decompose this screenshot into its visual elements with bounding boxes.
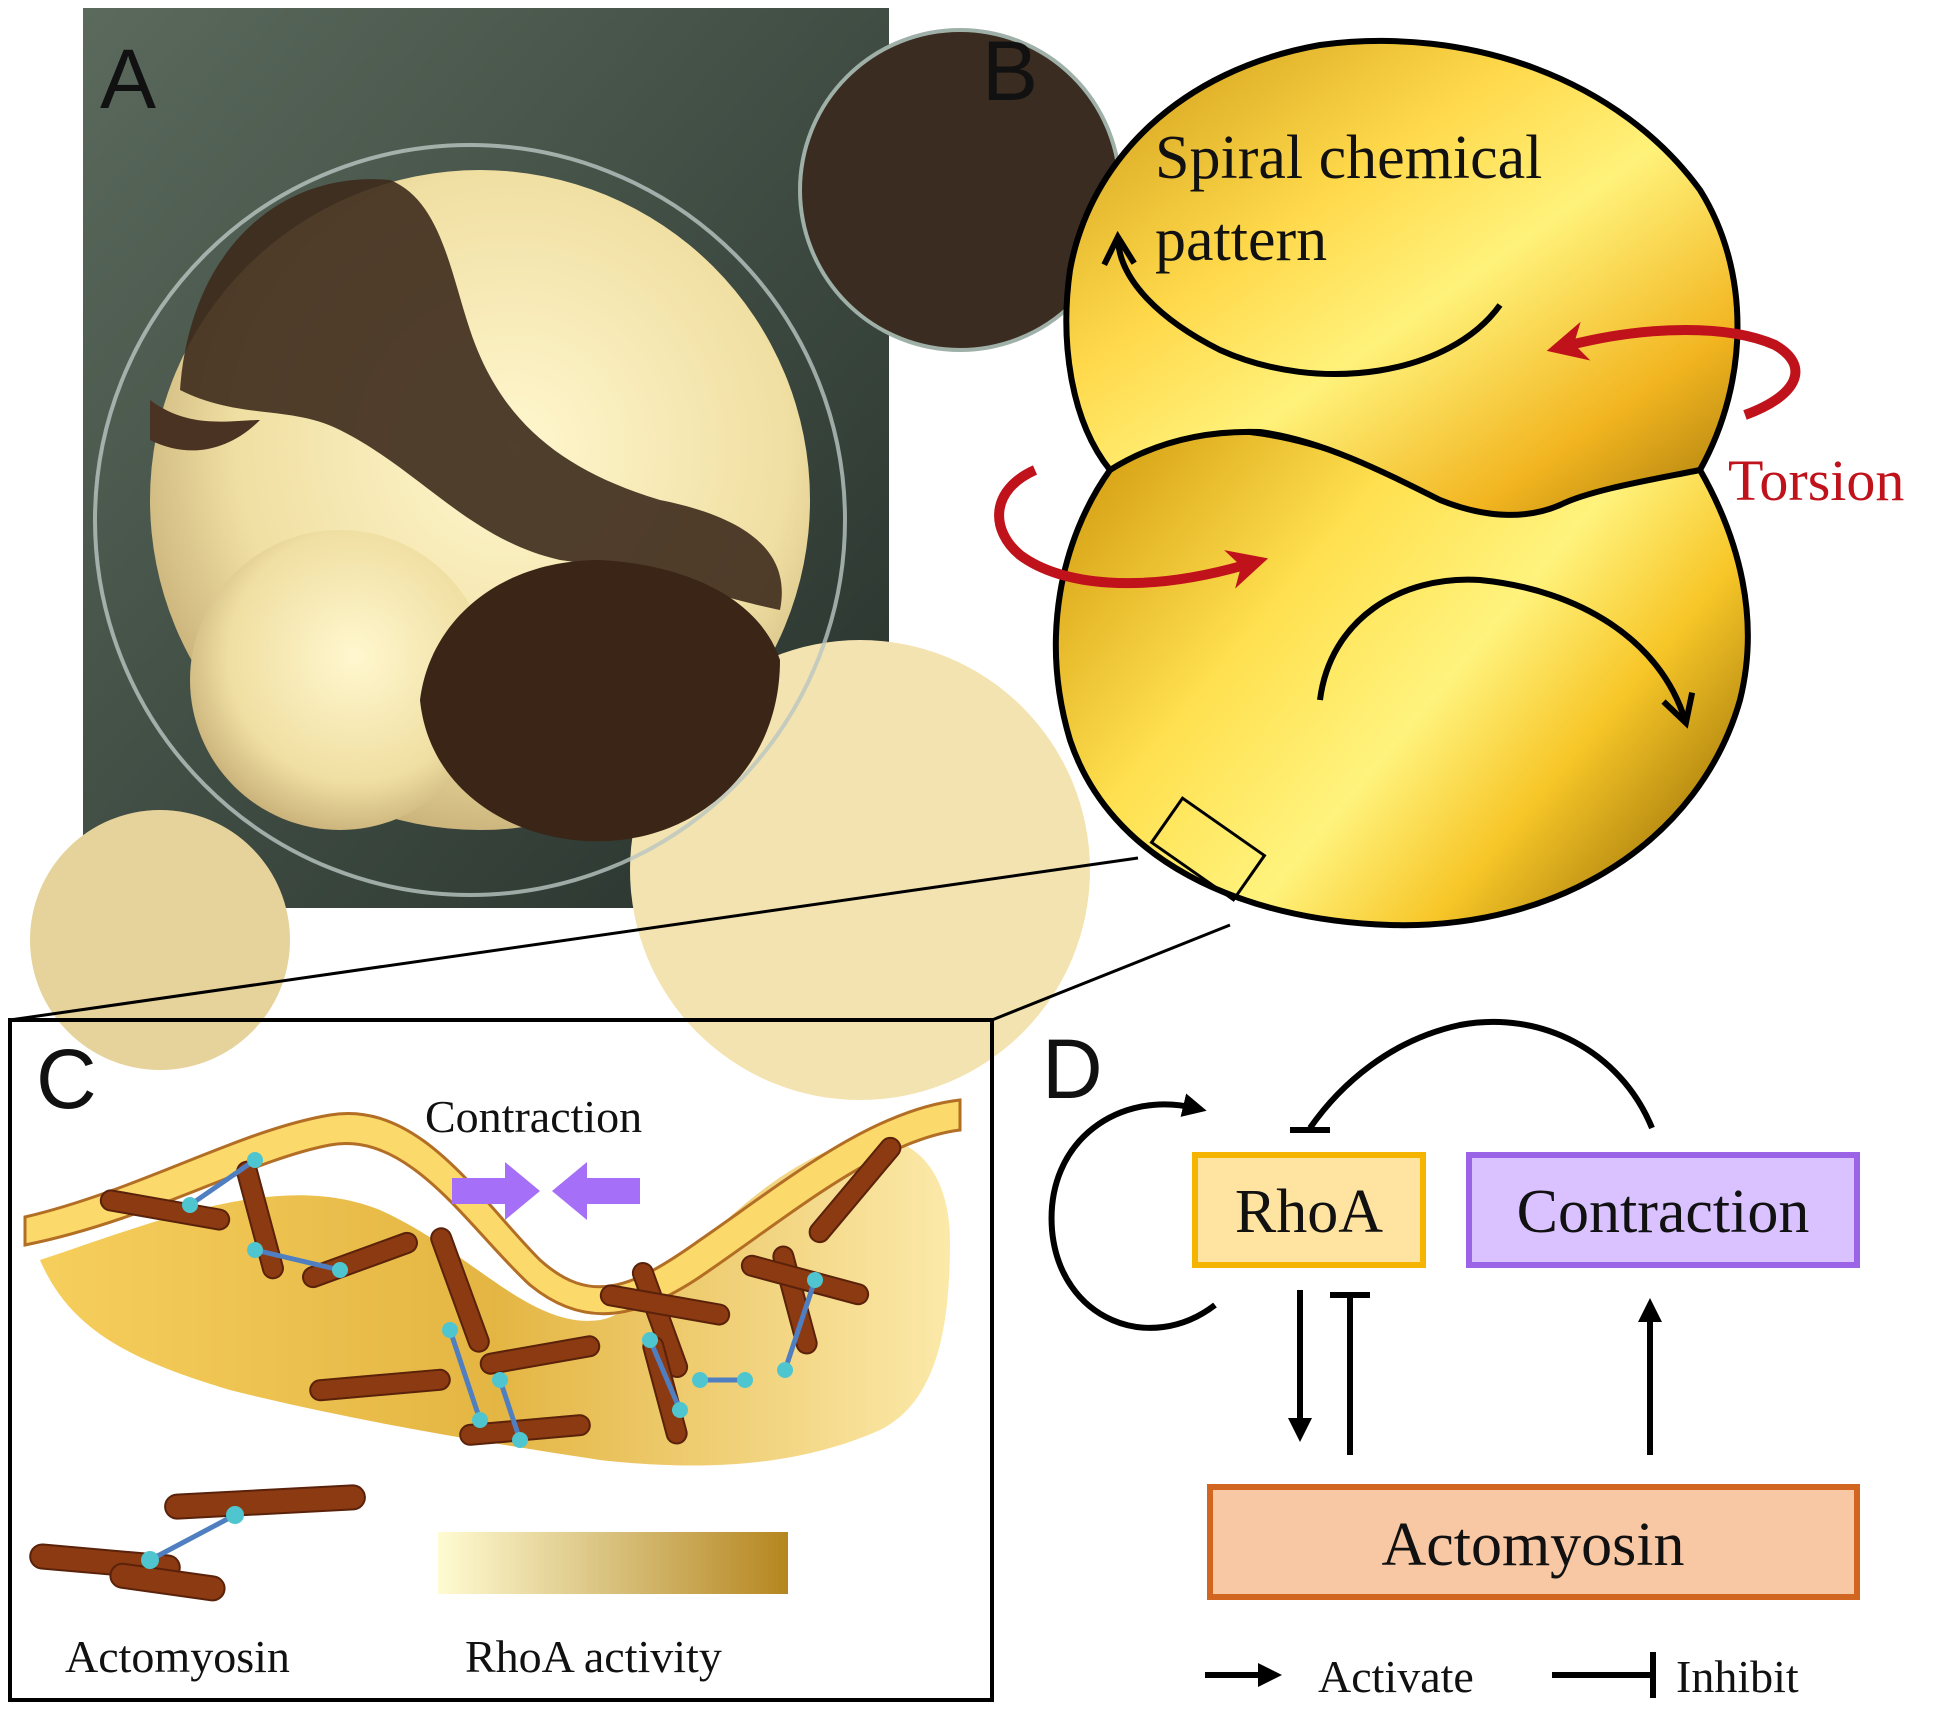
filament bbox=[479, 1335, 601, 1375]
embryo-upper-lobe bbox=[1063, 37, 1741, 518]
legend-rhoa-label: RhoA activity bbox=[465, 1631, 722, 1682]
torsion-arrow-lower bbox=[994, 465, 1269, 589]
embryo-membrane bbox=[93, 143, 847, 897]
filament bbox=[740, 1254, 870, 1306]
chemical-arrow-lower bbox=[1317, 576, 1685, 720]
key-inhibit: Inhibit bbox=[1552, 1651, 1799, 1702]
pattern-label-line1: Spiral chemical bbox=[1155, 124, 1542, 192]
filament bbox=[430, 1227, 490, 1353]
neighbor-embryo-bottom-left bbox=[30, 810, 290, 1070]
torsion-label: Torsion bbox=[1728, 448, 1904, 513]
legend-rhoa-gradient bbox=[438, 1532, 788, 1594]
chemical-arrow-upper bbox=[1118, 240, 1503, 378]
panel-b: Spiral chemical pattern Torsion B bbox=[9, 24, 1904, 1022]
filament bbox=[599, 1284, 731, 1326]
contraction-arrow-right bbox=[552, 1162, 640, 1220]
pattern-label-line2: pattern bbox=[1155, 206, 1327, 274]
pigment-left bbox=[150, 400, 260, 451]
edge-rhoa-self-activation bbox=[1048, 1093, 1217, 1331]
panel-c-frame bbox=[8, 1018, 994, 1702]
panel-c-letter: C bbox=[36, 1032, 97, 1126]
panel-d: D RhoA Contraction Actomyosin Activate bbox=[1042, 1018, 1860, 1702]
node-contraction: Contraction bbox=[1466, 1152, 1860, 1268]
legend-actomyosin-icon bbox=[29, 1484, 366, 1602]
panel-c: C Contraction bbox=[8, 1018, 994, 1702]
embryo-photo bbox=[150, 170, 810, 842]
filament bbox=[99, 1189, 231, 1231]
pigment-top bbox=[180, 179, 782, 611]
contraction-label: Contraction bbox=[425, 1091, 642, 1142]
panel-a: A bbox=[30, 8, 1122, 1100]
filament bbox=[309, 1368, 451, 1402]
legend-actomyosin-label: Actomyosin bbox=[65, 1631, 290, 1682]
edge-contraction-inhibits-rhoa bbox=[1307, 1018, 1655, 1130]
panel-d-letter: D bbox=[1042, 1022, 1103, 1116]
myosin-heads bbox=[182, 1152, 823, 1448]
zoom-box bbox=[1149, 796, 1267, 902]
node-rhoa: RhoA bbox=[1192, 1152, 1426, 1268]
node-actomyosin: Actomyosin bbox=[1207, 1484, 1860, 1600]
key-inhibit-label: Inhibit bbox=[1676, 1651, 1799, 1702]
filament bbox=[302, 1231, 418, 1289]
torsion-arrow-upper bbox=[1546, 321, 1801, 420]
actomyosin-network bbox=[99, 1136, 902, 1446]
node-rhoa-label: RhoA bbox=[1235, 1178, 1383, 1246]
pigment-bottom bbox=[420, 560, 780, 842]
zoom-line-right bbox=[991, 923, 1231, 1022]
embryo-lower-lobe bbox=[1052, 428, 1751, 929]
node-contraction-label: Contraction bbox=[1517, 1178, 1810, 1246]
myosin-links bbox=[188, 1157, 818, 1441]
panel-b-letter: B bbox=[982, 24, 1038, 118]
key-activate: Activate bbox=[1205, 1651, 1474, 1702]
contraction-arrow-left bbox=[452, 1162, 540, 1220]
contraction-arrows bbox=[452, 1162, 640, 1220]
panel-a-letter: A bbox=[100, 32, 156, 126]
filament bbox=[236, 1160, 284, 1280]
zoom-line-left bbox=[9, 856, 1139, 1022]
key-activate-label: Activate bbox=[1318, 1651, 1474, 1702]
filament bbox=[808, 1136, 902, 1244]
node-actomyosin-label: Actomyosin bbox=[1381, 1511, 1684, 1579]
